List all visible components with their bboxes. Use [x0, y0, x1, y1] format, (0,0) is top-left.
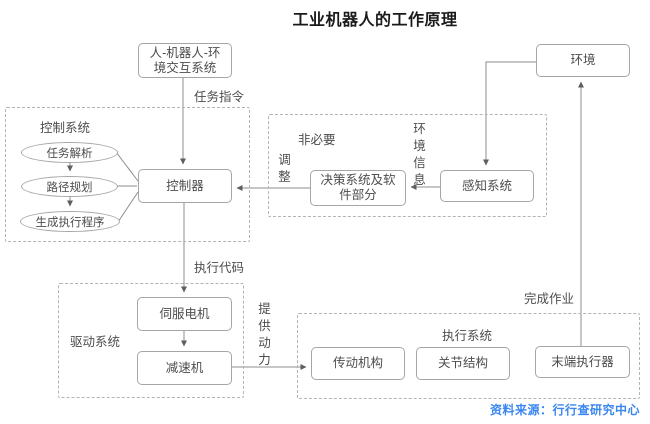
group-control-system: [5, 107, 250, 242]
edge-label-env-info: 环境信息: [413, 122, 426, 187]
node-end-effector: 末端执行器: [535, 346, 630, 378]
node-transmission-mechanism: 传动机构: [311, 347, 405, 380]
group-drive-system: [58, 283, 244, 398]
node-human-robot-env-interaction: 人-机器人-环境交互系统: [138, 43, 232, 78]
node-reducer: 减速机: [137, 351, 232, 385]
edge-step0-controller: [115, 151, 139, 182]
node-controller: 控制器: [138, 169, 232, 203]
node-decision-software: 决策系统及软件部分: [310, 170, 406, 206]
node-generate-exec-program: 生成执行程序: [20, 211, 120, 232]
edge-label-exec-code: 执行代码: [194, 261, 245, 275]
group-label-control-system: 控制系统: [40, 121, 91, 135]
group-label-execution-system: 执行系统: [442, 329, 493, 343]
edge-label-complete-work: 完成作业: [524, 292, 575, 306]
edge-label-provide-power: 提供动力: [258, 302, 271, 367]
node-perception-system: 感知系统: [440, 170, 534, 202]
diagram-title: 工业机器人的工作原理: [292, 12, 458, 29]
node-joint-structure: 关节结构: [416, 347, 510, 380]
node-task-parsing: 任务解析: [21, 142, 118, 163]
edge-label-adjust: 调整: [278, 153, 291, 184]
group-optional-decision: [268, 114, 547, 217]
node-environment: 环境: [536, 44, 630, 77]
edge-environment-perception: [483, 61, 536, 166]
node-path-planning: 路径规划: [21, 176, 118, 197]
edge-step2-controller: [117, 191, 139, 223]
edge-label-task-command: 任务指令: [194, 90, 245, 104]
data-source-credit: 资料来源：行行查研究中心: [489, 403, 640, 417]
group-label-optional: 非必要: [298, 133, 336, 147]
node-servo-motor: 伺服电机: [137, 297, 232, 331]
group-execution-system: [297, 313, 640, 399]
group-label-drive-system: 驱动系统: [70, 335, 121, 349]
